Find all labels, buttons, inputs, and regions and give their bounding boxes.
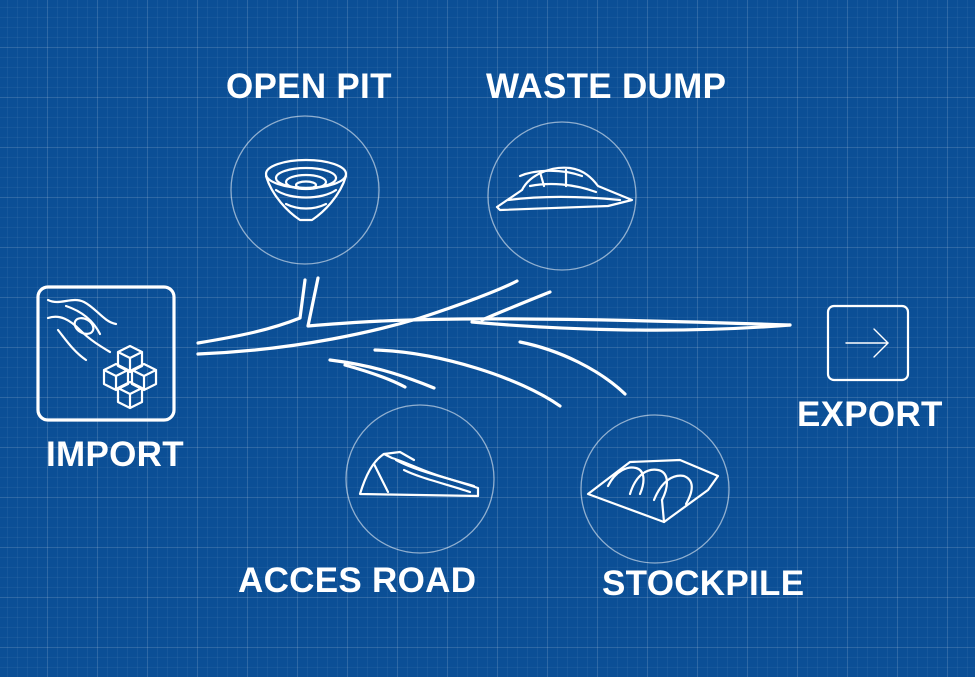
- open-pit-icon: [264, 158, 348, 222]
- waste-dump-label: WASTE DUMP: [486, 67, 727, 106]
- waste-dump-circle: [487, 121, 637, 271]
- arrow-right-icon: [845, 328, 889, 358]
- stockpile-label: STOCKPILE: [602, 564, 805, 603]
- open-pit-node[interactable]: [230, 115, 380, 265]
- open-pit-label: OPEN PIT: [226, 67, 392, 106]
- acces-road-node[interactable]: [345, 404, 495, 554]
- acces-road-label: ACCES ROAD: [238, 561, 477, 600]
- waste-dump-icon: [495, 166, 634, 212]
- stockpile-icon: [586, 458, 720, 524]
- export-frame: [826, 304, 910, 382]
- export-label: EXPORT: [797, 395, 943, 434]
- import-node[interactable]: [36, 285, 176, 422]
- import-frame: [36, 285, 176, 422]
- road-icon: [358, 450, 480, 498]
- waste-dump-node[interactable]: [487, 121, 637, 271]
- open-pit-circle: [230, 115, 380, 265]
- import-icon: [46, 298, 158, 410]
- import-label: IMPORT: [46, 435, 184, 474]
- stockpile-circle: [580, 414, 730, 564]
- export-node[interactable]: [826, 304, 910, 382]
- acces-road-circle: [345, 404, 495, 554]
- stockpile-node[interactable]: [580, 414, 730, 564]
- flow-lines: [196, 276, 792, 408]
